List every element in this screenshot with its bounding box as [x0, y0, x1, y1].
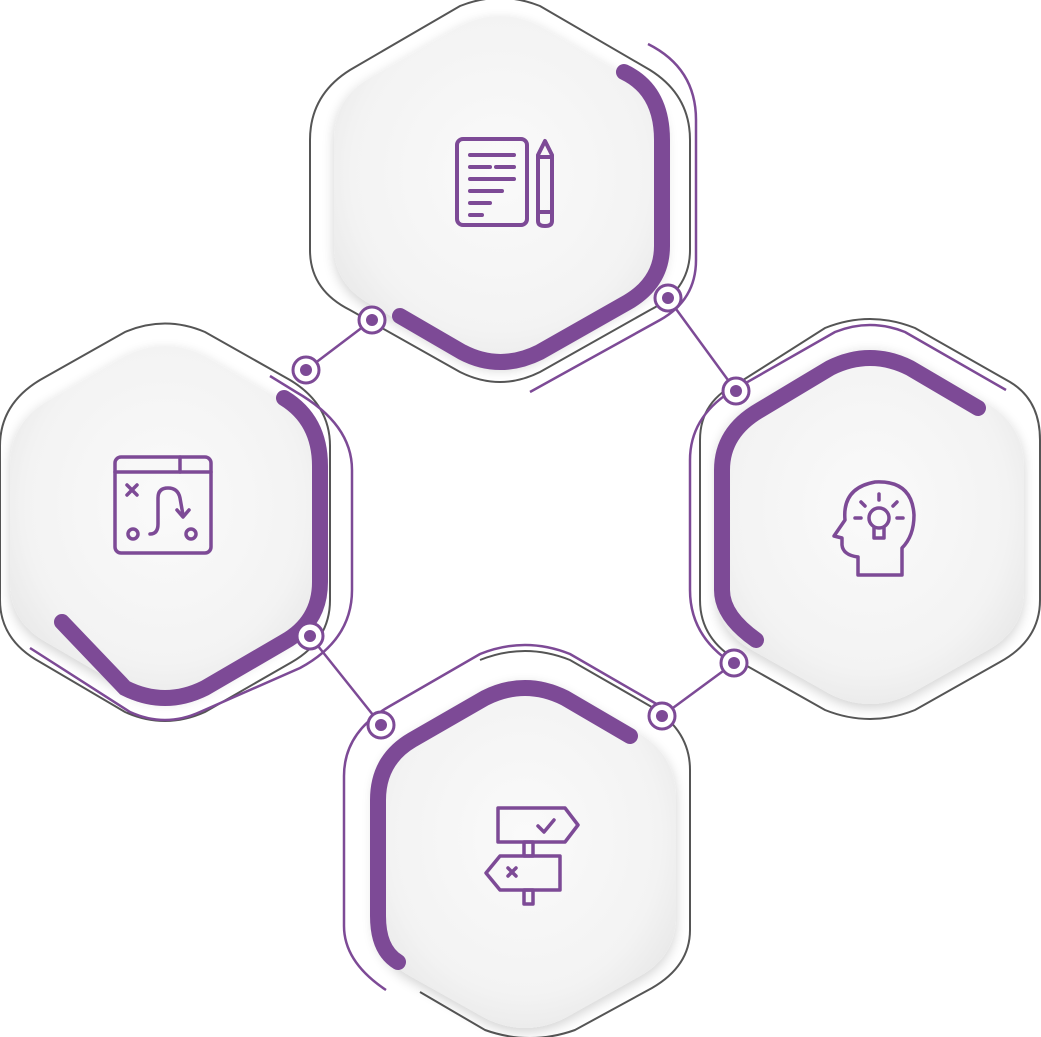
hex-accent-arc-thick: [392, 64, 670, 370]
connector-dot: [721, 376, 751, 406]
hex-body: [716, 348, 1024, 704]
connector-dot: [366, 710, 396, 740]
connector-right-bottom: [661, 661, 735, 718]
hex-accent-arc-thick: [714, 350, 986, 648]
strategy-board-icon: [113, 455, 213, 555]
hex-accent-arc-thin: [342, 643, 661, 992]
connector-dot: [653, 283, 683, 313]
hex-outline: [0, 322, 331, 722]
connector-dots: [291, 283, 751, 740]
hex-node-bottom: [342, 643, 691, 1037]
hex-accent-arc-thick: [370, 680, 638, 970]
connector-left-bottom: [309, 635, 382, 726]
signpost-icon: [484, 806, 580, 906]
connector-dot: [647, 701, 677, 731]
connector-dot: [291, 355, 321, 385]
head-lightbulb-icon: [832, 480, 916, 577]
connector-top-right: [666, 297, 738, 392]
hex-accent-arc-thin: [688, 323, 1007, 670]
hex-body: [10, 346, 320, 698]
connector-dot: [719, 648, 749, 678]
hex-accent-arc-thin: [29, 374, 354, 722]
hex-outline: [419, 650, 691, 1037]
hex-outline: [699, 318, 1041, 720]
notebook-pencil-icon: [455, 137, 554, 228]
hex-accent-arc-thick: [54, 390, 328, 706]
hex-node-right: [688, 318, 1041, 720]
connector-dot: [357, 305, 387, 335]
hex-node-top: [309, 0, 698, 394]
hex-node-left: [0, 322, 354, 722]
connector-dot: [295, 621, 325, 651]
hex-outline: [309, 0, 691, 383]
